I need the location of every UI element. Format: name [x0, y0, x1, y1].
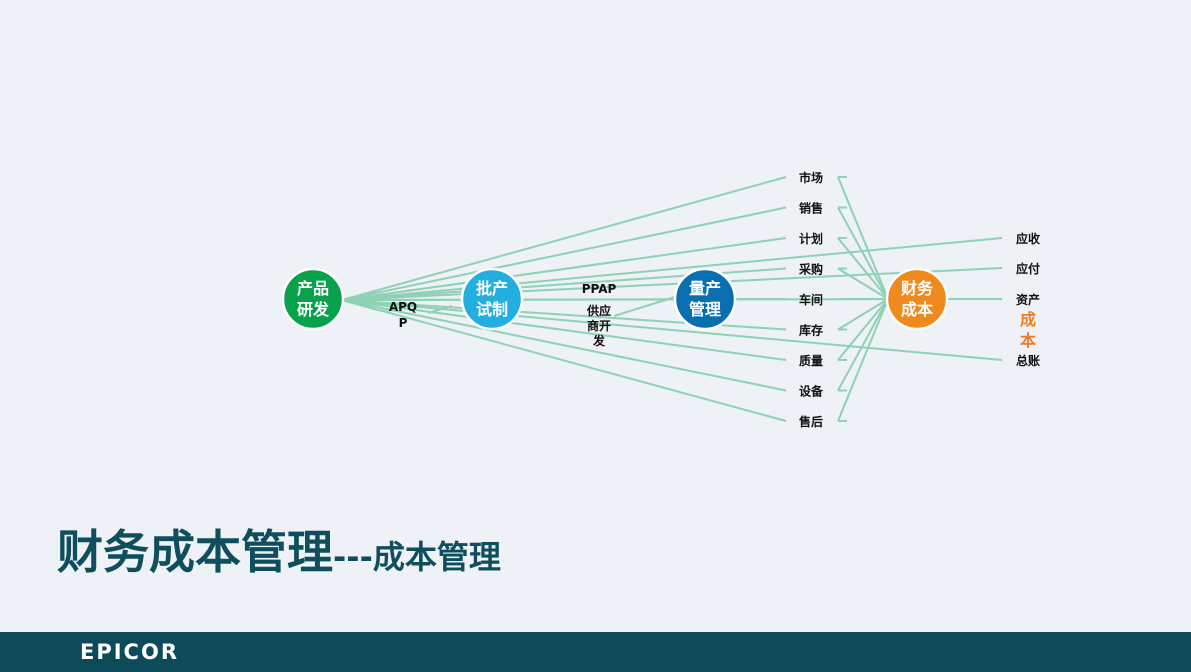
node-circle: [460, 267, 524, 331]
connector-line: [341, 299, 787, 361]
finance-module-label: 总账: [1016, 353, 1040, 368]
supplier-label-line1: 供应: [586, 303, 611, 318]
connector-line: [837, 237, 889, 300]
connector-line: [837, 298, 889, 361]
module-label: 库存: [799, 323, 823, 338]
finance-module-label: 资产: [1016, 292, 1040, 307]
connector-line: [837, 298, 889, 391]
module-label: 质量: [799, 353, 823, 368]
node-label-line1: 财务: [900, 279, 934, 298]
module-label: 市场: [799, 170, 823, 185]
page-title: 财务成本管理---成本管理: [57, 522, 501, 587]
connector-line: [341, 206, 787, 301]
module-label: 销售: [799, 201, 823, 216]
connector-line: [341, 237, 1003, 301]
connector-line: [341, 267, 1003, 301]
title-main-text: 财务成本管理: [57, 525, 333, 579]
node-label-line2: 试制: [476, 300, 508, 319]
connector-line: [341, 299, 1003, 361]
apqp-label-line1: APQ: [389, 300, 417, 314]
finance-module-label: 应付: [1016, 261, 1040, 276]
connector-line: [341, 299, 787, 422]
footer-bar: EPICOR: [0, 632, 1191, 672]
connector-line: [341, 176, 787, 301]
connector-line: [341, 299, 379, 311]
module-label: 设备: [799, 384, 824, 399]
node-label-line2: 研发: [297, 300, 330, 319]
ppap-label: PPAP: [582, 282, 617, 296]
module-label: 车间: [799, 292, 823, 307]
finance-module-label: 应收: [1016, 231, 1040, 246]
apqp-label-line2: P: [399, 316, 408, 330]
node-label-line2: 成本: [901, 300, 933, 319]
title-sub-text: ---成本管理: [333, 538, 501, 576]
node-label-line1: 量产: [689, 279, 721, 298]
connector-line: [341, 237, 787, 301]
connector-line: [613, 295, 679, 317]
node-label-line2: 管理: [689, 300, 721, 319]
cost-label-line2: 本: [1020, 331, 1036, 350]
node-circle: [885, 267, 949, 331]
module-label: 计划: [799, 231, 823, 246]
connector-line: [341, 299, 787, 392]
node-circle: [281, 267, 345, 331]
node-finance-cost: 财务成本: [885, 267, 949, 331]
cost-label-line1: 成: [1020, 310, 1036, 329]
node-label-line1: 批产: [476, 279, 508, 298]
module-label: 采购: [798, 262, 823, 277]
node-circle: [673, 267, 737, 331]
module-label: 售后: [799, 414, 823, 429]
connector-line: [837, 298, 889, 331]
connector-line: [837, 267, 889, 300]
supplier-label-line2: 商开: [587, 318, 611, 333]
connector-line: [427, 305, 453, 314]
supplier-label-line3: 发: [592, 333, 606, 348]
connector-line: [377, 309, 390, 313]
connector-line: [837, 176, 889, 300]
connector-line: [837, 298, 889, 422]
node-label-line1: 产品: [297, 279, 329, 298]
connector-line: [837, 207, 889, 300]
epicor-logo: EPICOR: [80, 640, 179, 664]
